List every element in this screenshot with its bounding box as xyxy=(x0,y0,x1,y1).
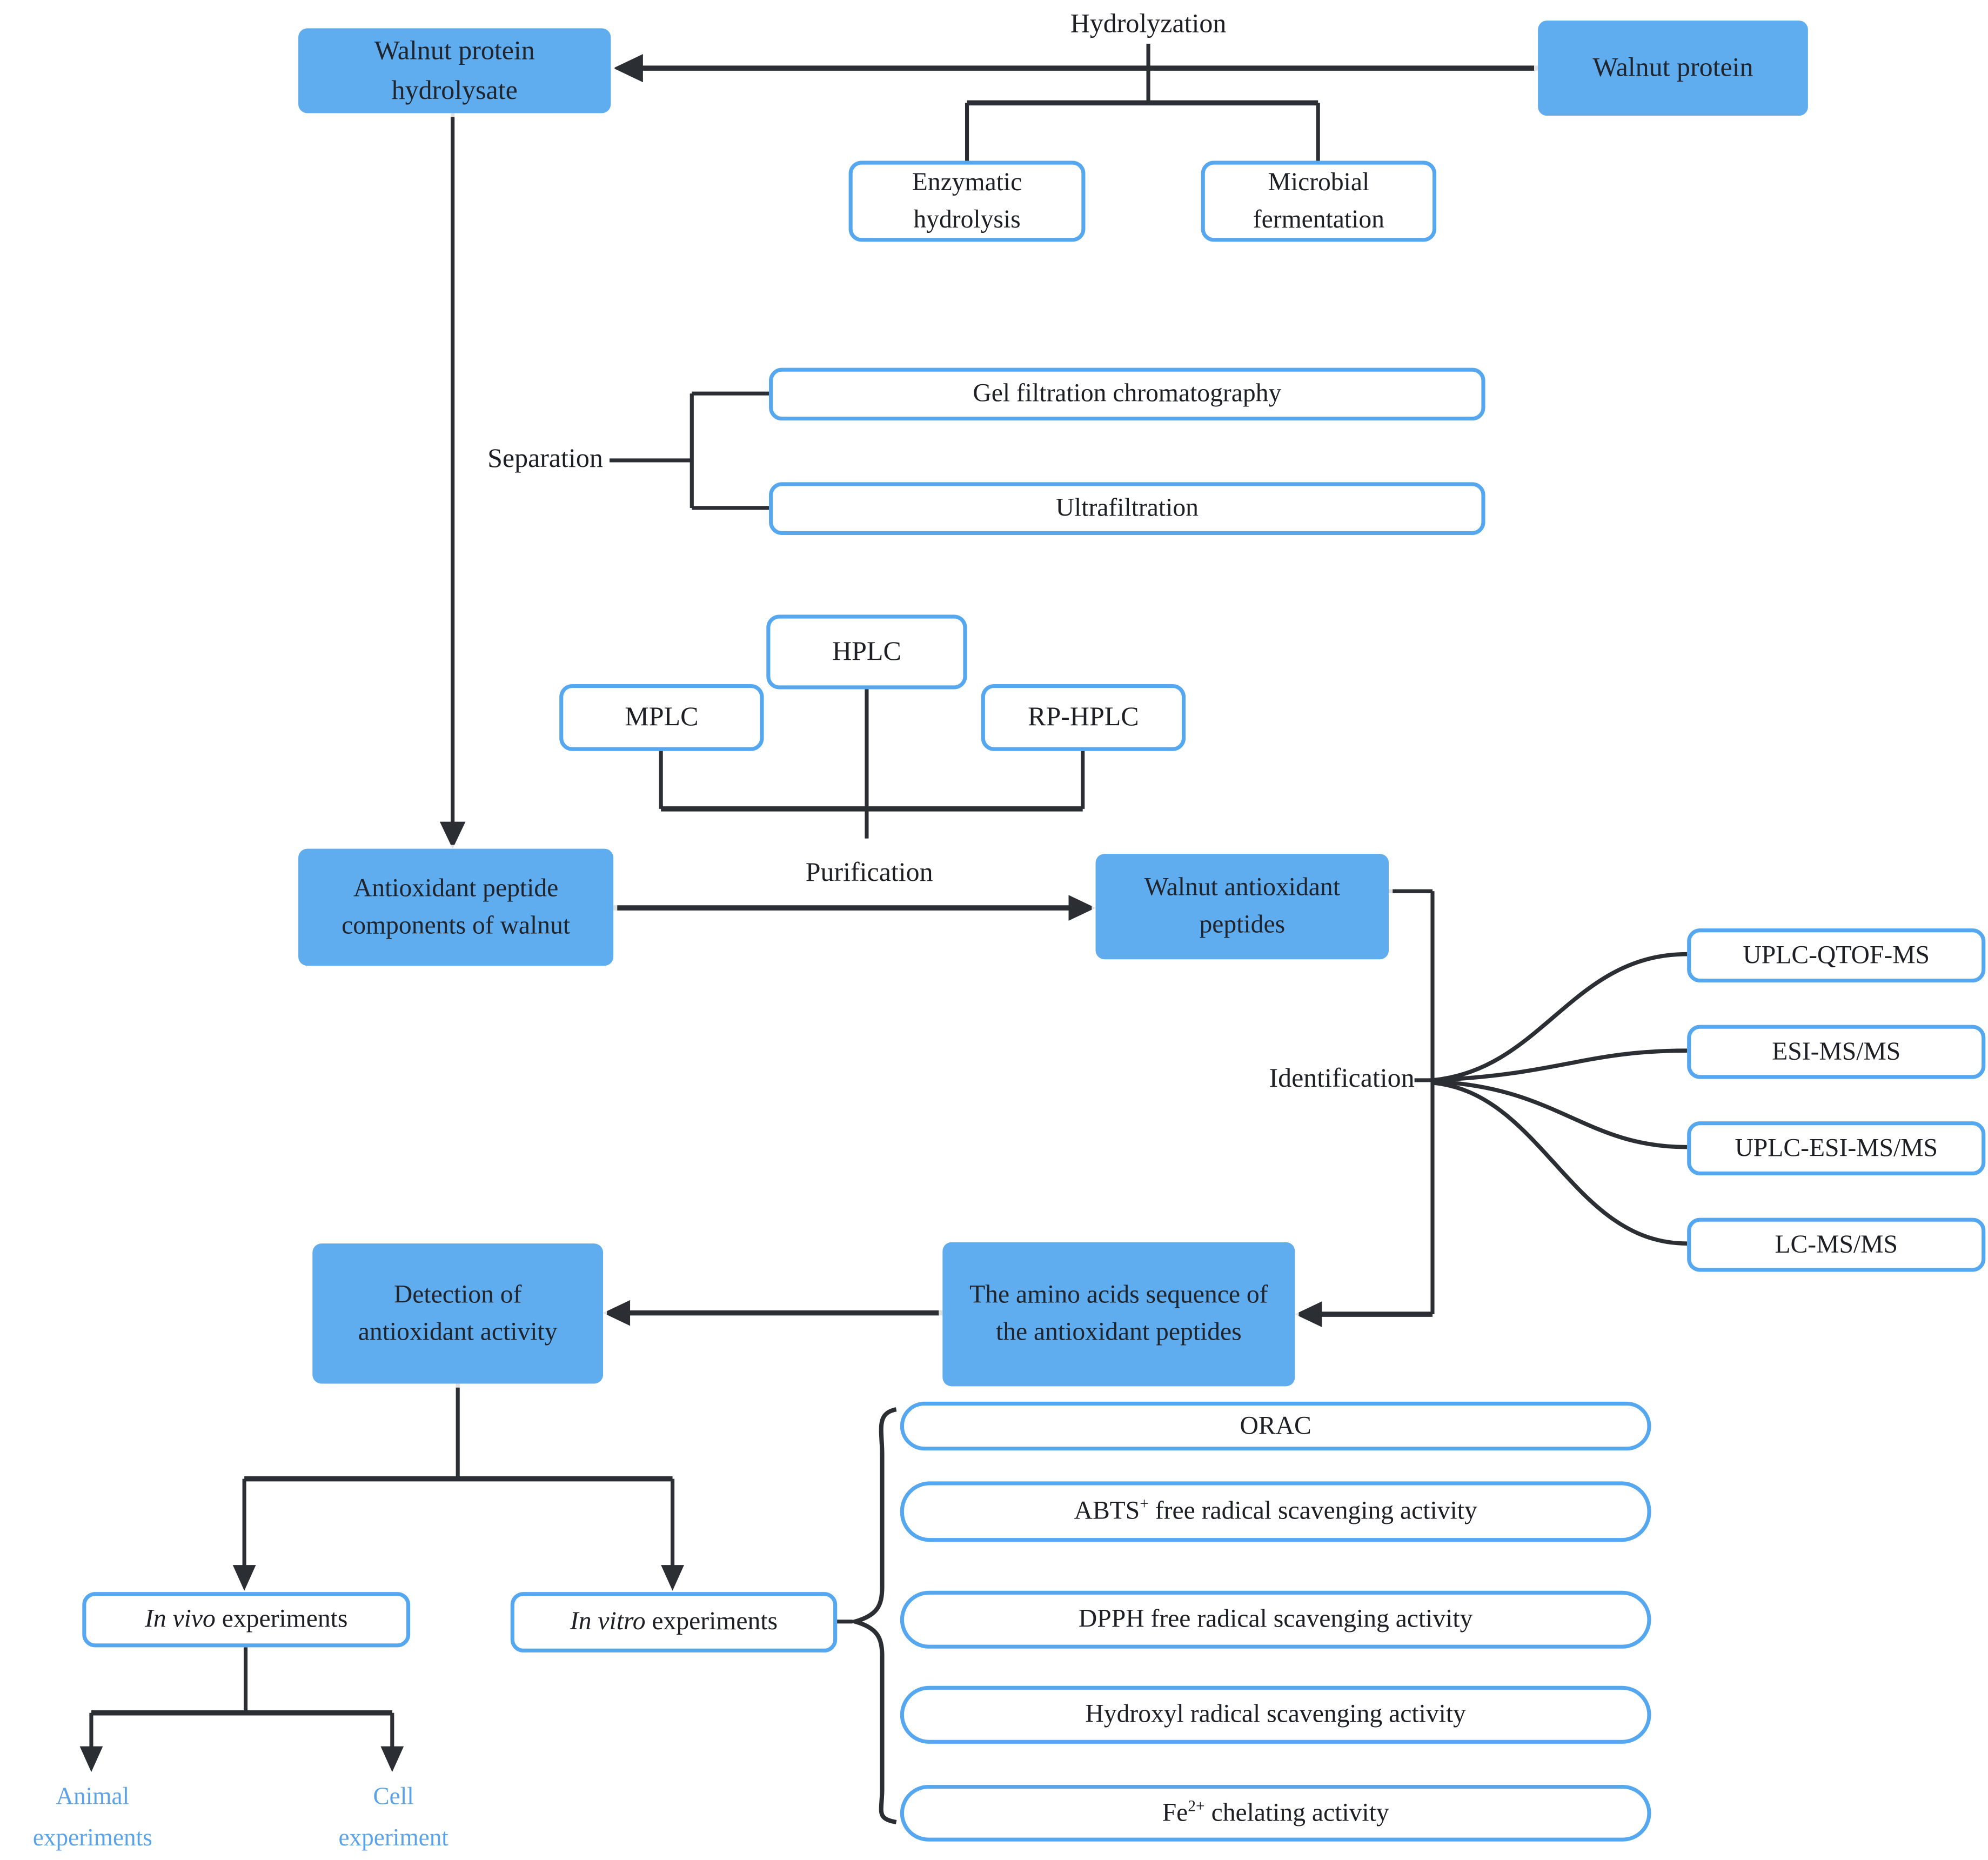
node-label: MPLC xyxy=(625,701,699,732)
label-identification: Identification xyxy=(1269,1062,1415,1093)
label-hydrolyzation: Hydrolyzation xyxy=(1070,8,1227,39)
node-rp-hplc: RP-HPLC xyxy=(981,684,1186,751)
node-label: Antioxidant peptide components of walnut xyxy=(342,874,571,940)
node-in-vitro-experiments: In vitro experiments xyxy=(510,1592,838,1652)
node-label: The amino acids sequence of the antioxid… xyxy=(969,1281,1268,1347)
node-gel-filtration-chromatography: Gel filtration chromatography xyxy=(769,367,1485,421)
purification-assembly-lines xyxy=(659,689,1085,839)
arrowheads xyxy=(79,53,1322,1772)
node-label: Gel filtration chromatography xyxy=(973,379,1282,408)
label-separation: Separation xyxy=(487,442,603,473)
node-detection-antioxidant-activity: Detection of antioxidant activity xyxy=(312,1243,604,1384)
node-label: DPPH free radical scavenging activity xyxy=(1078,1604,1473,1634)
node-label: Ultrafiltration xyxy=(1055,493,1199,523)
node-label: Detection of antioxidant activity xyxy=(358,1280,558,1346)
node-walnut-protein-hydrolysate: Walnut protein hydrolysate xyxy=(298,28,611,113)
node-label: Walnut protein xyxy=(1592,51,1753,83)
label-cell-experiment: Cell experiment xyxy=(338,1783,449,1852)
node-label: HPLC xyxy=(832,635,901,667)
in-vivo-branch-lines xyxy=(89,1647,394,1752)
node-label: Enzymatic hydrolysis xyxy=(912,168,1022,233)
node-amino-acids-sequence: The amino acids sequence of the antioxid… xyxy=(942,1242,1295,1387)
separation-bracket-lines xyxy=(609,391,769,510)
node-label: LC-MS/MS xyxy=(1775,1230,1898,1259)
node-label: Walnut antioxidant peptides xyxy=(1144,873,1340,939)
node-lc-ms-ms: LC-MS/MS xyxy=(1687,1217,1986,1272)
node-uplc-qtof-ms: UPLC-QTOF-MS xyxy=(1687,928,1986,983)
assay-brace xyxy=(833,1407,897,1825)
node-walnut-protein: Walnut protein xyxy=(1538,21,1808,116)
label-purification: Purification xyxy=(805,856,933,887)
node-hplc: HPLC xyxy=(766,614,967,690)
node-antioxidant-peptide-components: Antioxidant peptide components of walnut xyxy=(298,848,614,966)
node-esi-ms-ms: ESI-MS/MS xyxy=(1687,1025,1986,1079)
node-label: In vivo experiments xyxy=(145,1604,348,1634)
node-label: Hydroxyl radical scavenging activity xyxy=(1085,1700,1466,1729)
node-label: RP-HPLC xyxy=(1028,701,1139,732)
node-label: Fe2+ chelating activity xyxy=(1162,1796,1389,1827)
node-label: Microbial fermentation xyxy=(1253,168,1384,233)
node-microbial-fermentation: Microbial fermentation xyxy=(1201,160,1437,242)
hydrolyzation-branch-lines xyxy=(965,43,1320,161)
node-label: Walnut protein hydrolysate xyxy=(374,34,535,106)
experiments-branch-lines xyxy=(242,1383,675,1571)
node-fe-chelating-assay: Fe2+ chelating activity xyxy=(900,1785,1651,1842)
node-abts-assay: ABTS+ free radical scavenging activity xyxy=(900,1481,1651,1542)
label-animal-experiments: Animal experiments xyxy=(32,1783,152,1852)
node-uplc-esi-ms-ms: UPLC-ESI-MS/MS xyxy=(1687,1121,1986,1176)
node-label: UPLC-QTOF-MS xyxy=(1743,940,1930,969)
node-label: ORAC xyxy=(1240,1411,1311,1440)
node-label: ESI-MS/MS xyxy=(1772,1037,1901,1066)
node-dpph-assay: DPPH free radical scavenging activity xyxy=(900,1590,1651,1649)
node-enzymatic-hydrolysis: Enzymatic hydrolysis xyxy=(848,160,1086,242)
node-label: ABTS+ free radical scavenging activity xyxy=(1074,1495,1477,1526)
node-orac: ORAC xyxy=(900,1401,1651,1451)
node-ultrafiltration: Ultrafiltration xyxy=(769,482,1485,535)
node-in-vivo-experiments: In vivo experiments xyxy=(82,1592,411,1648)
node-walnut-antioxidant-peptides: Walnut antioxidant peptides xyxy=(1095,854,1389,960)
node-label: UPLC-ESI-MS/MS xyxy=(1735,1133,1938,1162)
node-label: In vitro experiments xyxy=(570,1607,778,1636)
node-hydroxyl-assay: Hydroxyl radical scavenging activity xyxy=(900,1685,1651,1744)
node-mplc: MPLC xyxy=(559,684,764,751)
identification-fan-curves xyxy=(1432,952,1688,1246)
